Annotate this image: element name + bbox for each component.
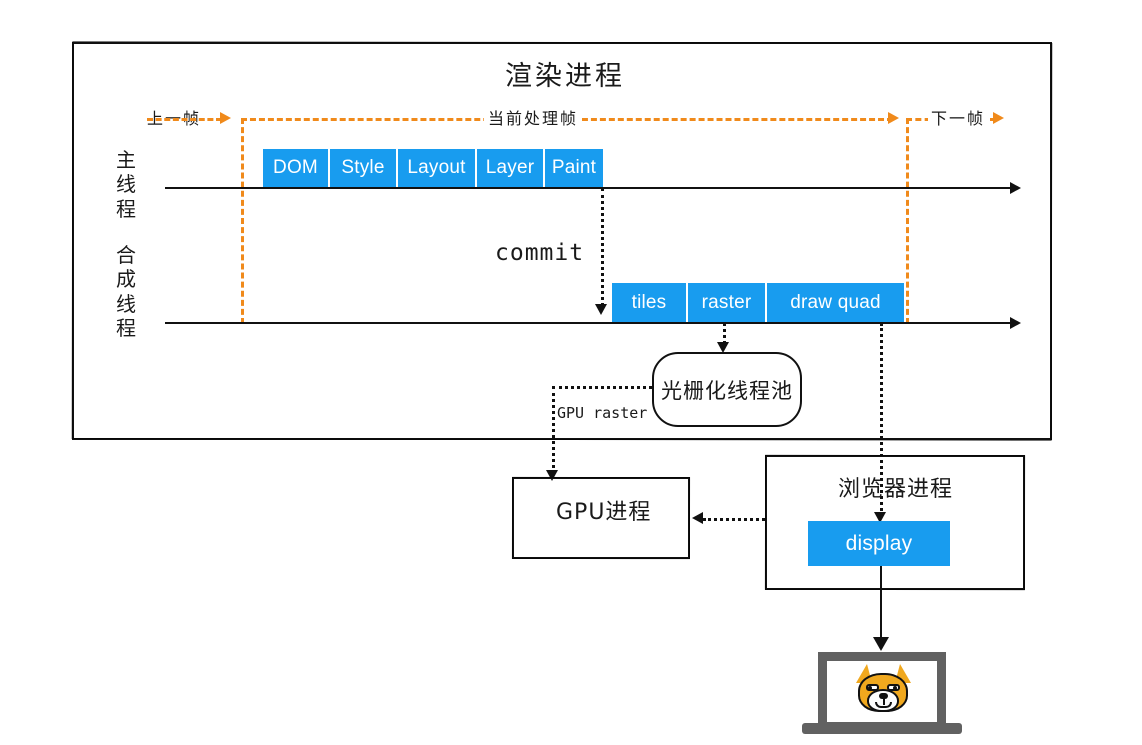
prev-frame-arrowhead bbox=[220, 112, 231, 124]
browser-to-gpu-connector bbox=[703, 518, 765, 521]
raster-to-pool-connector bbox=[723, 323, 726, 344]
gpu-process-label: GPU进程 bbox=[556, 500, 652, 525]
browser-to-gpu-arrowhead bbox=[692, 512, 703, 524]
prev-frame-dash bbox=[147, 118, 222, 121]
next-frame-label: 下一帧 bbox=[928, 105, 989, 129]
commit-label: commit bbox=[495, 240, 585, 266]
raster-thread-pool-box: 光栅化线程池 bbox=[652, 352, 802, 427]
lane-label-compositor-thread: 合 成 线 程 bbox=[113, 243, 139, 341]
laptop-base bbox=[802, 723, 962, 734]
frame-boundary-left bbox=[241, 118, 244, 324]
frame-boundary-right bbox=[906, 118, 909, 324]
draw-quad-to-browser-connector bbox=[880, 323, 883, 516]
lane-char: 程 bbox=[116, 316, 136, 341]
lane-char: 成 bbox=[116, 267, 136, 292]
commit-connector bbox=[601, 188, 604, 306]
display-to-device-connector bbox=[880, 566, 882, 641]
stage-style[interactable]: Style bbox=[330, 149, 396, 187]
browser-process-box bbox=[765, 455, 1025, 590]
gpu-raster-connector-v bbox=[552, 386, 555, 474]
gpu-raster-arrowhead bbox=[546, 470, 558, 481]
stage-layer[interactable]: Layer bbox=[477, 149, 543, 187]
compositor-thread-axis bbox=[165, 322, 1012, 324]
prev-frame-label: 上一帧 bbox=[147, 109, 202, 128]
lane-char: 合 bbox=[116, 243, 136, 267]
browser-process-label: 浏览器进程 bbox=[838, 477, 954, 502]
lane-char: 线 bbox=[116, 291, 136, 316]
main-thread-axis bbox=[165, 187, 1012, 189]
doge-face-icon bbox=[855, 662, 911, 718]
compositor-thread-axis-arrowhead bbox=[1010, 317, 1021, 329]
stage-layout[interactable]: Layout bbox=[398, 149, 475, 187]
commit-arrowhead bbox=[595, 304, 607, 315]
stage-raster[interactable]: raster bbox=[688, 283, 765, 322]
stage-tiles[interactable]: tiles bbox=[612, 283, 686, 322]
stage-draw-quad[interactable]: draw quad bbox=[767, 283, 904, 322]
next-frame-arrowhead bbox=[993, 112, 1004, 124]
display-to-device-arrowhead bbox=[873, 637, 889, 651]
display-box[interactable]: display bbox=[808, 521, 950, 566]
renderer-process-box bbox=[72, 42, 1052, 440]
main-thread-axis-arrowhead bbox=[1010, 182, 1021, 194]
gpu-raster-connector-h bbox=[552, 386, 652, 389]
current-frame-label: 当前处理帧 bbox=[484, 105, 583, 129]
raster-to-pool-arrowhead bbox=[717, 342, 729, 353]
gpu-process-box bbox=[512, 477, 690, 559]
current-frame-arrowhead bbox=[888, 112, 899, 124]
gpu-raster-label: GPU raster bbox=[557, 404, 648, 422]
stage-paint[interactable]: Paint bbox=[545, 149, 603, 187]
lane-char: 程 bbox=[116, 196, 136, 221]
lane-label-main-thread: 主 线 程 bbox=[113, 148, 139, 221]
lane-char: 主 bbox=[116, 148, 136, 172]
page-title: 渲染进程 bbox=[505, 61, 625, 92]
stage-dom[interactable]: DOM bbox=[263, 149, 328, 187]
lane-char: 线 bbox=[116, 172, 136, 197]
